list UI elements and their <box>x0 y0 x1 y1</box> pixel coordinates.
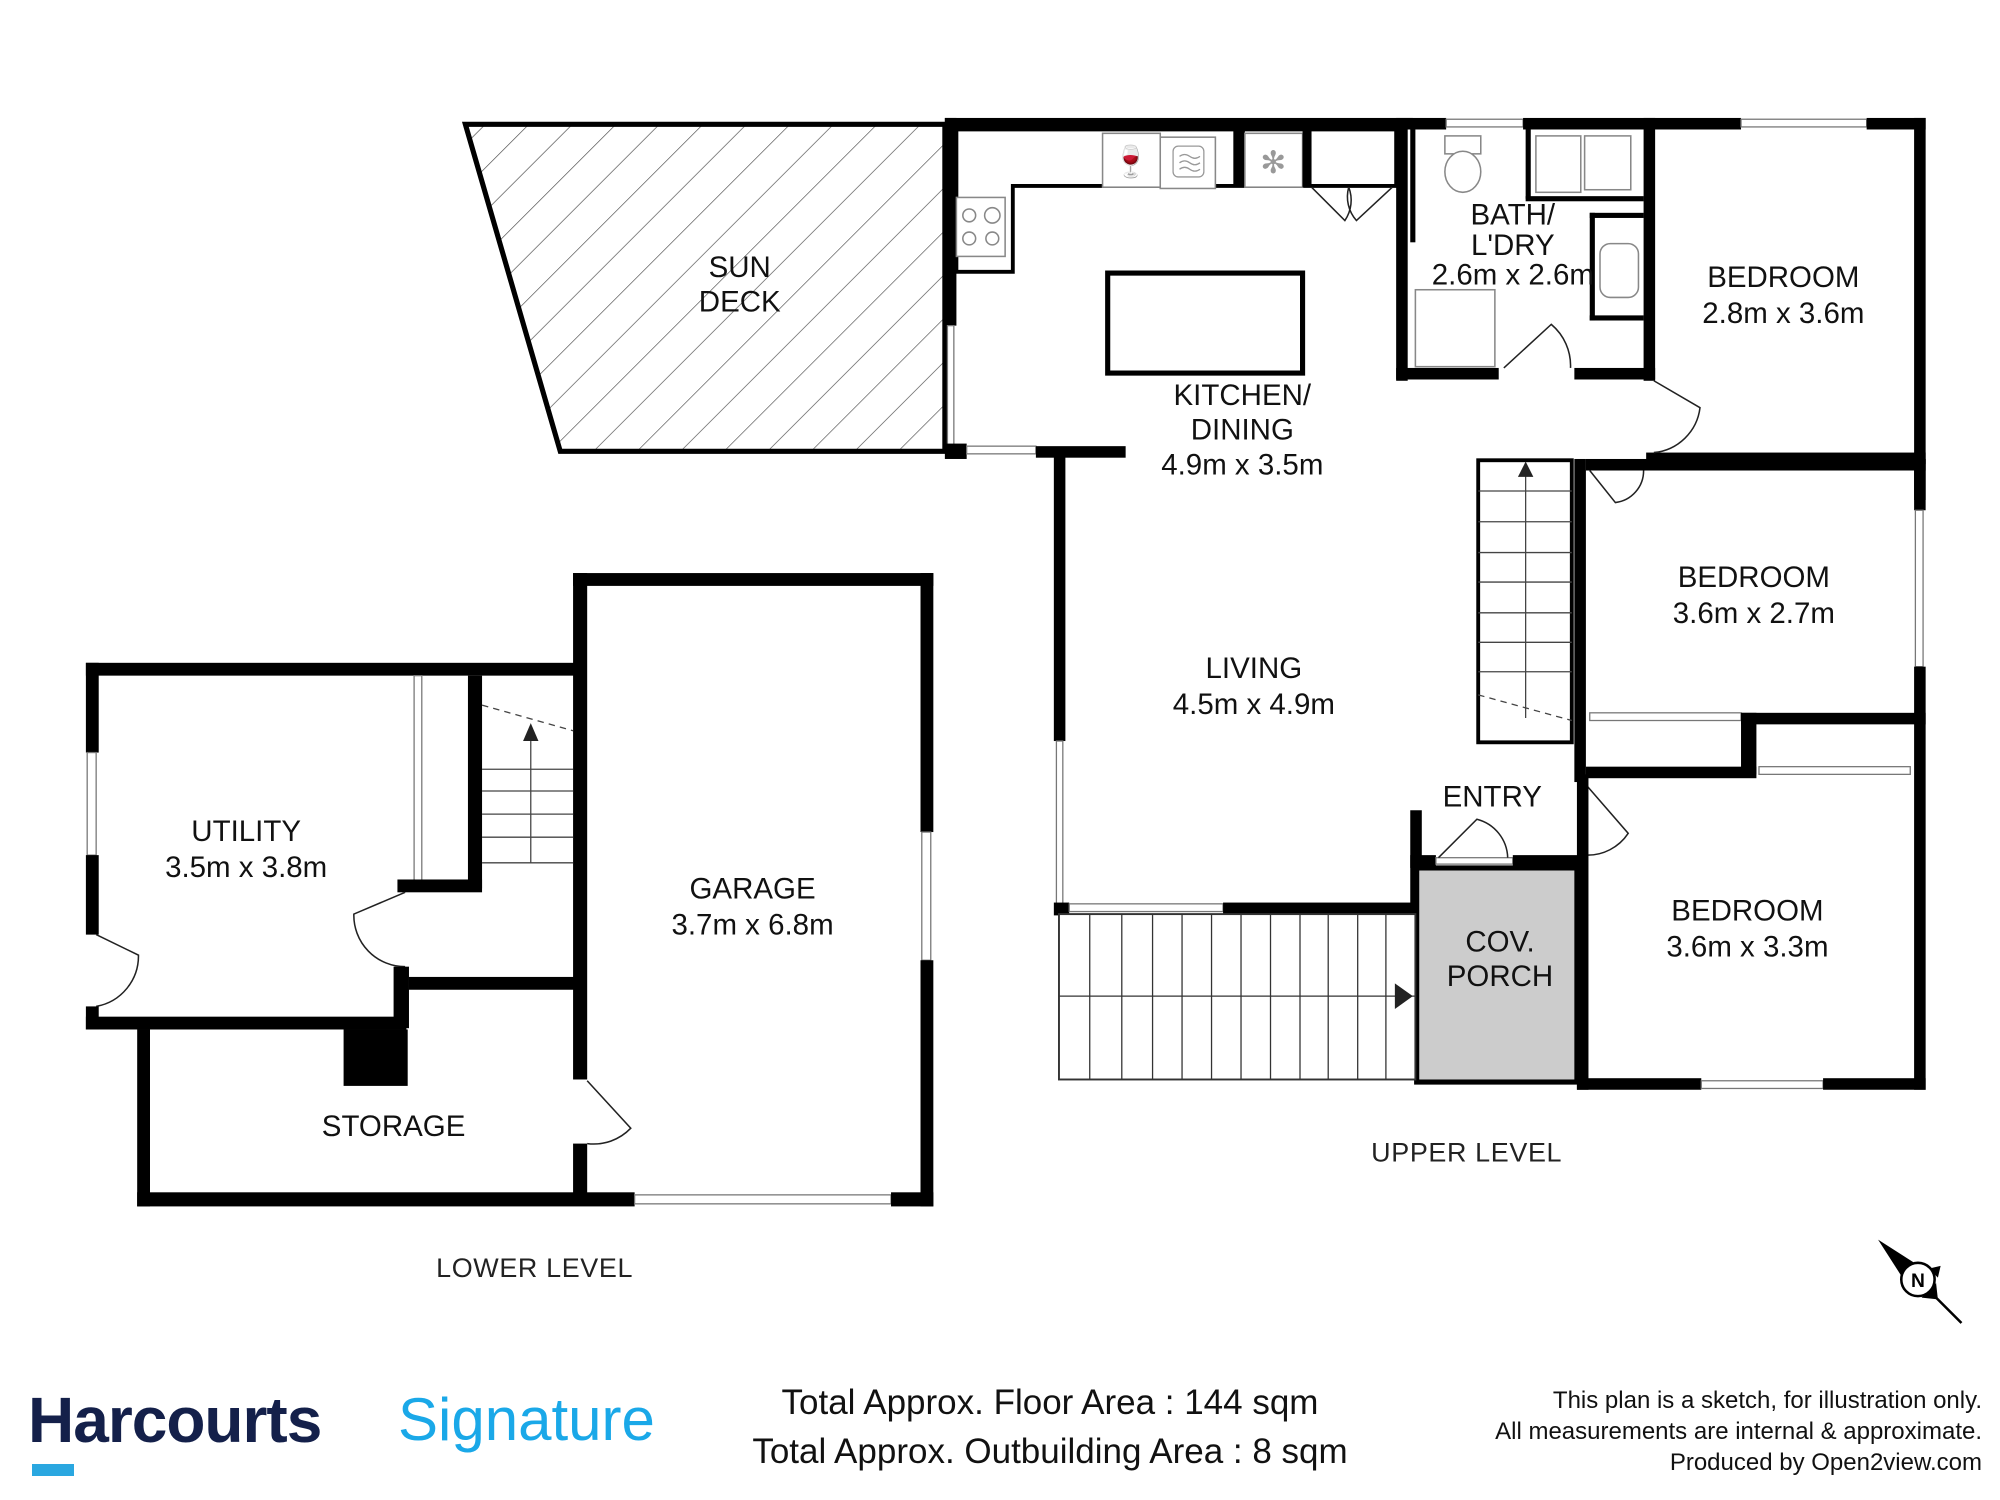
kitchen-island <box>1105 270 1306 376</box>
room-name: LIVING <box>1206 652 1303 685</box>
room-name-2: DINING <box>1191 414 1294 447</box>
lower-level-label: LOWER LEVEL <box>436 1253 633 1283</box>
cooktop-icon <box>962 206 1001 246</box>
kitchen-counter: 🍷 ✻ <box>954 127 1399 274</box>
room-dims: 3.6m x 3.3m <box>1666 930 1828 963</box>
room-dims: 3.5m x 3.8m <box>165 851 327 884</box>
room-name: COV. <box>1465 925 1534 958</box>
external-stairs <box>1058 913 1417 1081</box>
room-name-2: PORCH <box>1447 960 1553 993</box>
room-dims: 3.6m x 2.7m <box>1673 597 1835 630</box>
room-dims: 4.9m x 3.5m <box>1161 448 1323 481</box>
washing-machine-icon <box>1535 135 1582 194</box>
bedroom-2: BEDROOM 3.6m x 2.7m <box>1585 458 1926 1090</box>
shower-icon <box>1414 288 1496 368</box>
compass-icon: N <box>1878 1239 1963 1324</box>
upper-level: SUN DECK <box>461 117 1926 1168</box>
vanity-basin-icon <box>1599 242 1640 299</box>
sun-deck: SUN DECK <box>461 121 948 454</box>
disclaimer: This plan is a sketch, for illustration … <box>1495 1385 1982 1478</box>
room-name: GARAGE <box>690 873 816 906</box>
brand-main: Harcourts <box>28 1384 322 1456</box>
svg-text:🍷: 🍷 <box>1112 144 1150 179</box>
upper-level-label: UPPER LEVEL <box>1371 1138 1562 1168</box>
brand-underline <box>32 1464 74 1476</box>
disclaimer-line-1: This plan is a sketch, for illustration … <box>1552 1387 1982 1414</box>
room-name: BEDROOM <box>1671 895 1823 928</box>
bedroom-1: BEDROOM 2.8m x 3.6m <box>1653 261 1864 454</box>
room-name-2: L'DRY <box>1471 229 1555 262</box>
room-name: BEDROOM <box>1707 261 1859 294</box>
brand-sub: Signature <box>398 1386 655 1453</box>
internal-stairs <box>1476 458 1574 745</box>
fridge-icon <box>1244 132 1304 188</box>
covered-porch: COV. PORCH <box>1414 865 1580 1085</box>
lower-stairs <box>481 704 574 864</box>
bath-laundry: BATH/ L'DRY 2.6m x 2.6m <box>1410 129 1644 369</box>
room-dims: 2.8m x 3.6m <box>1702 297 1864 330</box>
room-name: BATH/ <box>1471 198 1556 231</box>
laundry-sink-icon <box>1583 135 1632 191</box>
room-name: ENTRY <box>1443 780 1543 813</box>
room-name: UTILITY <box>191 815 301 848</box>
dishwasher-icon <box>1101 132 1162 188</box>
outbuilding-area: Total Approx. Outbuilding Area : 8 sqm <box>752 1432 1348 1471</box>
toilet-icon <box>1444 135 1482 194</box>
lower-level: GARAGE 3.7m x 6.8m UTILITY 3.5m x 3.8m <box>85 573 934 1283</box>
svg-text:✻: ✻ <box>1260 145 1286 180</box>
floor-area: Total Approx. Floor Area : 144 sqm <box>781 1383 1319 1422</box>
room-dims: 3.7m x 6.8m <box>671 909 833 942</box>
bedroom-3: BEDROOM 3.6m x 3.3m <box>1576 774 1926 1090</box>
compass-north-letter: N <box>1911 1271 1925 1292</box>
disclaimer-line-3: Produced by Open2view.com <box>1669 1449 1982 1476</box>
microwave-icon <box>1159 136 1217 190</box>
room-dims: 2.6m x 2.6m <box>1432 259 1594 292</box>
room-name: SUN <box>709 251 771 284</box>
room-name: STORAGE <box>322 1110 466 1143</box>
room-name: BEDROOM <box>1678 561 1830 594</box>
disclaimer-line-2: All measurements are internal & approxim… <box>1495 1418 1982 1445</box>
room-dims: 4.5m x 4.9m <box>1173 688 1335 721</box>
area-summary: Total Approx. Floor Area : 144 sqm Total… <box>700 1378 1400 1476</box>
room-name-2: DECK <box>699 286 781 319</box>
room-name: KITCHEN/ <box>1174 379 1312 412</box>
